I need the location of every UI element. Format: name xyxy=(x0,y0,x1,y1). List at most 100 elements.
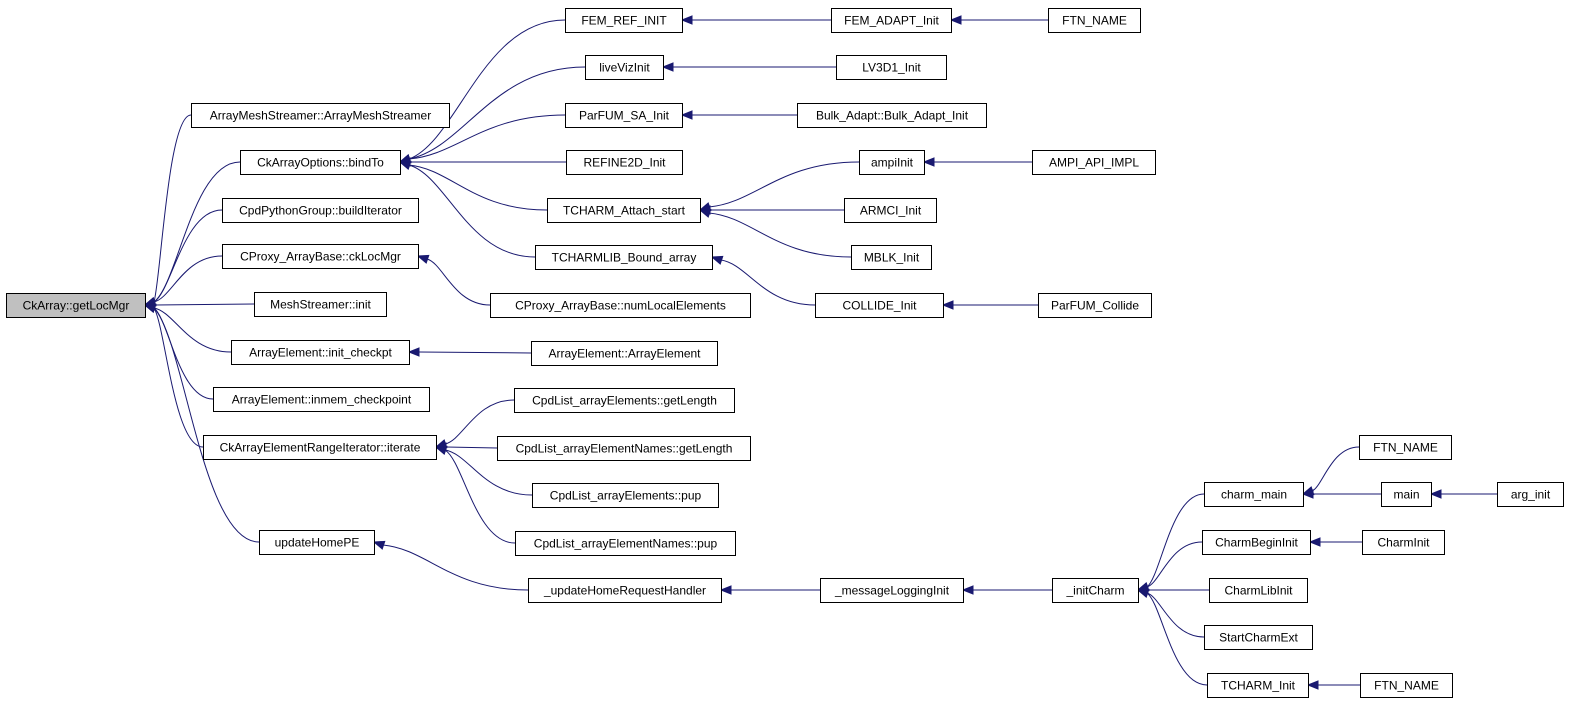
function-node[interactable]: CpdList_arrayElements::pup xyxy=(532,483,719,508)
function-node[interactable]: _initCharm xyxy=(1052,578,1139,603)
function-node[interactable]: StartCharmExt xyxy=(1204,625,1313,650)
function-node[interactable]: _messageLoggingInit xyxy=(820,578,964,603)
root-node[interactable]: CkArray::getLocMgr xyxy=(6,293,146,318)
call-edge xyxy=(680,110,797,120)
call-edge xyxy=(941,300,1038,310)
node-label: StartCharmExt xyxy=(1219,631,1298,645)
node-label: ArrayElement::inmem_checkpoint xyxy=(232,393,412,407)
node-label: FEM_ADAPT_Init xyxy=(844,14,939,28)
node-label: arg_init xyxy=(1511,488,1551,502)
function-node[interactable]: COLLIDE_Init xyxy=(815,293,944,318)
function-node[interactable]: MeshStreamer::init xyxy=(254,292,387,317)
function-node[interactable]: ParFUM_SA_Init xyxy=(565,103,683,128)
function-node[interactable]: ArrayElement::init_checkpt xyxy=(231,340,410,365)
function-node[interactable]: TCHARM_Attach_start xyxy=(547,198,701,223)
function-node[interactable]: CharmInit xyxy=(1362,530,1445,555)
node-label: CpdList_arrayElements::getLength xyxy=(532,394,717,408)
function-node[interactable]: CkArrayElementRangeIterator::iterate xyxy=(203,435,437,460)
call-edge xyxy=(372,540,529,591)
function-node[interactable]: REFINE2D_Init xyxy=(566,150,683,175)
call-edge xyxy=(398,19,566,164)
node-label: COLLIDE_Init xyxy=(842,299,917,313)
function-node[interactable]: FEM_REF_INIT xyxy=(565,8,683,33)
function-node[interactable]: FTN_NAME xyxy=(1360,673,1453,698)
function-node[interactable]: ArrayMeshStreamer::ArrayMeshStreamer xyxy=(191,103,450,128)
function-node[interactable]: CharmBeginInit xyxy=(1202,530,1311,555)
node-label: _initCharm xyxy=(1065,584,1124,598)
function-node[interactable]: liveVizInit xyxy=(585,55,664,80)
node-label: ARMCI_Init xyxy=(860,204,922,218)
function-node[interactable]: arg_init xyxy=(1497,482,1564,507)
call-edge xyxy=(1308,537,1362,547)
node-label: CharmLibInit xyxy=(1224,584,1293,598)
call-edge xyxy=(680,15,831,25)
call-edge xyxy=(698,161,860,212)
node-label: ArrayElement::init_checkpt xyxy=(249,346,392,360)
node-label: ampiInit xyxy=(871,156,914,170)
function-node[interactable]: CharmLibInit xyxy=(1209,578,1308,603)
node-label: ArrayElement::ArrayElement xyxy=(548,347,701,361)
call-edge xyxy=(961,585,1052,595)
function-node[interactable]: ParFUM_Collide xyxy=(1038,293,1152,318)
function-node[interactable]: FTN_NAME xyxy=(1359,435,1452,460)
call-edge xyxy=(719,585,820,595)
call-edge xyxy=(1301,489,1381,499)
call-edge xyxy=(143,300,255,310)
node-label: CkArray::getLocMgr xyxy=(23,299,130,313)
function-node[interactable]: ArrayElement::ArrayElement xyxy=(531,341,718,366)
node-label: CkArrayOptions::bindTo xyxy=(257,156,384,170)
function-node[interactable]: AMPI_API_IMPL xyxy=(1032,150,1156,175)
function-node[interactable]: ampiInit xyxy=(859,150,925,175)
function-node[interactable]: Bulk_Adapt::Bulk_Adapt_Init xyxy=(797,103,987,128)
function-node[interactable]: FEM_ADAPT_Init xyxy=(831,8,952,33)
function-node[interactable]: TCHARM_Init xyxy=(1207,673,1309,698)
node-label: liveVizInit xyxy=(599,61,650,75)
node-label: ArrayMeshStreamer::ArrayMeshStreamer xyxy=(210,109,431,123)
call-edge xyxy=(949,15,1048,25)
node-label: CpdList_arrayElementNames::pup xyxy=(534,537,718,551)
call-edge xyxy=(143,255,223,307)
node-label: updateHomePE xyxy=(275,536,360,550)
node-label: AMPI_API_IMPL xyxy=(1049,156,1139,170)
function-node[interactable]: CProxy_ArrayBase::ckLocMgr xyxy=(222,244,419,269)
call-edge xyxy=(398,157,566,167)
function-node[interactable]: CpdPythonGroup::buildIterator xyxy=(222,198,419,223)
node-label: FTN_NAME xyxy=(1373,441,1438,455)
node-label: MeshStreamer::init xyxy=(270,298,371,312)
call-edge xyxy=(398,160,536,258)
call-edge xyxy=(143,303,232,353)
node-label: FEM_REF_INIT xyxy=(581,14,667,28)
function-node[interactable]: CProxy_ArrayBase::numLocalElements xyxy=(490,293,751,318)
function-node[interactable]: ARMCI_Init xyxy=(844,198,937,223)
node-label: Bulk_Adapt::Bulk_Adapt_Init xyxy=(816,109,969,123)
function-node[interactable]: CpdList_arrayElementNames::getLength xyxy=(497,436,751,461)
node-label: FTN_NAME xyxy=(1062,14,1127,28)
function-node[interactable]: CkArrayOptions::bindTo xyxy=(240,150,401,175)
call-edge xyxy=(1306,680,1360,690)
function-node[interactable]: TCHARMLIB_Bound_array xyxy=(535,245,713,270)
function-node[interactable]: MBLK_Init xyxy=(851,245,932,270)
call-edge xyxy=(434,445,516,544)
node-label: ParFUM_Collide xyxy=(1051,299,1139,313)
call-edge xyxy=(1429,489,1497,499)
node-label: CProxy_ArrayBase::numLocalElements xyxy=(515,299,726,313)
node-label: REFINE2D_Init xyxy=(583,156,666,170)
function-node[interactable]: FTN_NAME xyxy=(1048,8,1141,33)
call-edge xyxy=(661,62,836,72)
node-label: ParFUM_SA_Init xyxy=(579,109,670,123)
function-node[interactable]: main xyxy=(1381,482,1432,507)
function-node[interactable]: CpdList_arrayElementNames::pup xyxy=(515,531,736,556)
function-node[interactable]: ArrayElement::inmem_checkpoint xyxy=(213,387,430,412)
call-edge xyxy=(143,303,260,543)
function-node[interactable]: _updateHomeRequestHandler xyxy=(528,578,722,603)
node-label: TCHARM_Init xyxy=(1221,679,1296,693)
call-edge xyxy=(143,161,241,307)
function-node[interactable]: CpdList_arrayElements::getLength xyxy=(514,388,735,413)
node-label: CpdList_arrayElementNames::getLength xyxy=(516,442,733,456)
function-node[interactable]: LV3D1_Init xyxy=(836,55,947,80)
function-node[interactable]: updateHomePE xyxy=(259,530,375,555)
call-edge xyxy=(1301,446,1360,496)
call-edge xyxy=(698,208,852,258)
function-node[interactable]: charm_main xyxy=(1204,482,1304,507)
